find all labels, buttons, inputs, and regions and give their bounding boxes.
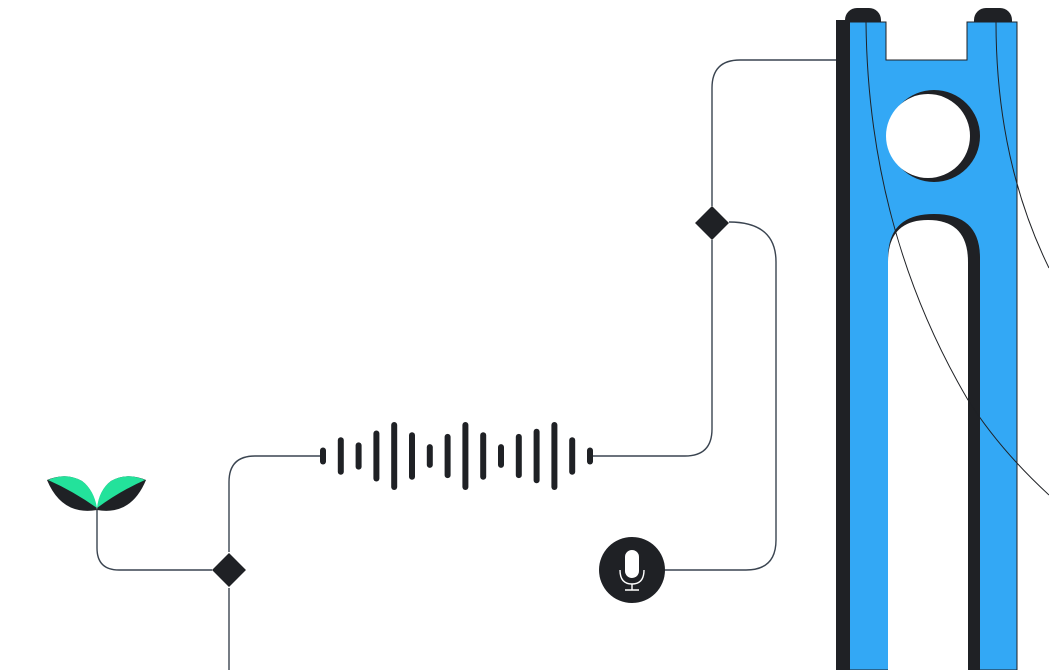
microphone-stand <box>625 584 639 591</box>
junction-to-connector-line <box>711 59 842 206</box>
waveform-bar <box>551 422 558 490</box>
waveform-bar <box>498 444 504 468</box>
connector-contour-outer <box>995 21 1049 269</box>
sprout-left-leaf-highlight <box>48 476 97 508</box>
microphone-icon <box>599 537 665 603</box>
waveform-bar <box>391 422 398 490</box>
junction-to-microphone-line <box>652 221 777 571</box>
connector-hole <box>886 94 970 178</box>
waveform-bar <box>587 447 593 465</box>
connector-slot <box>888 220 968 670</box>
waveform-bar <box>462 422 469 490</box>
connector-lines <box>96 59 842 670</box>
waveform-bar <box>533 428 540 484</box>
sprout-icon <box>47 476 146 511</box>
waveform-bar <box>337 437 344 475</box>
connector-left-edge <box>836 20 850 670</box>
waveform-bar <box>355 442 362 470</box>
waveform-bar <box>426 444 433 468</box>
sprout-right-leaf-highlight <box>97 476 145 508</box>
right-junction-node <box>695 206 729 240</box>
waveform-to-junction-line <box>592 240 713 457</box>
waveform-bar <box>373 430 380 482</box>
audio-waveform-icon <box>320 422 593 490</box>
sprout-to-junction-line <box>96 510 212 571</box>
junction-to-waveform-line <box>228 455 320 552</box>
connector-plug-icon <box>836 8 1049 670</box>
waveform-bar <box>515 433 522 479</box>
waveform-bar <box>569 437 576 475</box>
left-junction-node <box>212 553 246 587</box>
waveform-bar <box>444 433 451 479</box>
microphone-capsule <box>625 550 639 578</box>
waveform-bar <box>480 432 487 480</box>
waveform-bar <box>320 447 326 465</box>
waveform-bar <box>409 432 415 480</box>
connector-contour-lower <box>967 399 1049 496</box>
connector-contour-inner <box>865 21 969 401</box>
